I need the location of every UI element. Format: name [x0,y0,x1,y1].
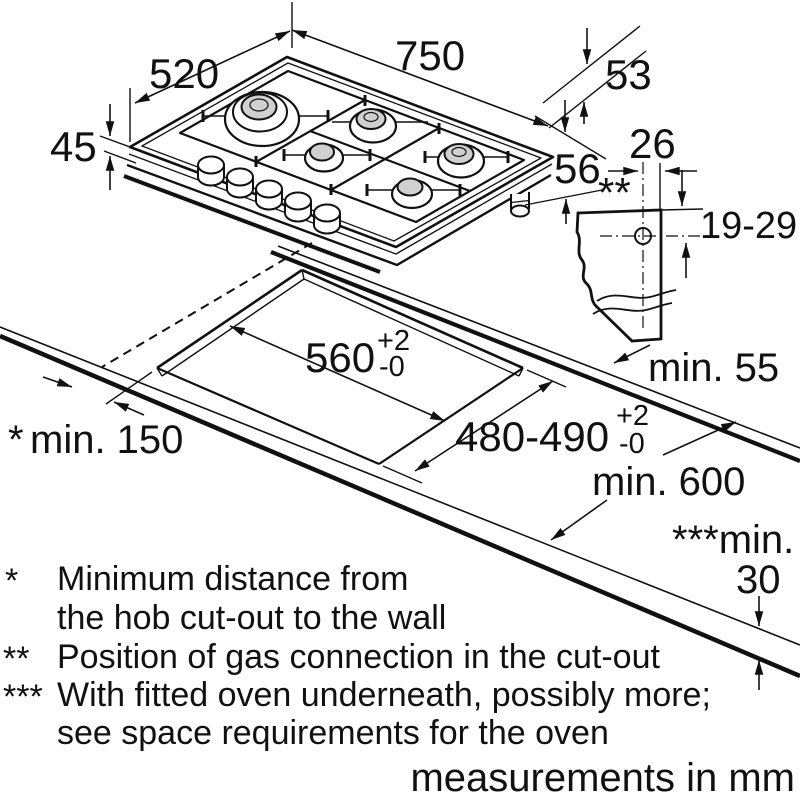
dim-45-ref-bottom [103,150,137,164]
min30-marker: ***min. [672,518,794,562]
hob-body-bottom [126,163,552,267]
cutout-corner-tick-right [518,367,524,377]
knob-2 [226,167,254,199]
dim-560-tol-minus: -0 [379,351,405,383]
worktop-perspective [0,242,800,679]
hob-inner-rim [141,62,542,242]
dim-45-label: 45 [50,123,97,170]
dim-560-tol-plus: +2 [377,325,410,357]
gas-pipe [510,192,530,218]
min55-leader [613,344,651,364]
footnote-2-marker: ** [3,640,29,678]
worktop-front-edge-top [0,326,800,646]
min150-marker: * [8,418,24,462]
dim-56-ref-2 [524,189,603,206]
knob-5 [313,203,341,235]
knob-4 [284,191,312,223]
min30-label: 30 [736,558,781,602]
burner-wok [223,90,301,148]
detail-top-ext [660,208,704,211]
grate-rail-mid [309,129,471,193]
gas-connection-detail [575,162,704,343]
knob-1 [197,155,225,187]
dim-53-label: 53 [605,51,652,98]
control-knobs [197,155,341,235]
cutout-dimension-labels: 560 +2 -0 480-490 +2 -0 min. 55 * min. 1… [8,325,794,602]
footnote-3-line-1: With fitted oven underneath, possibly mo… [57,676,711,714]
knob-3 [255,179,283,211]
footnote-2-text: Position of gas connection in the cut-ou… [57,638,660,676]
hob-dimensions [99,2,647,224]
gas-detail-labels: 26 ** 19-29 [598,120,797,247]
footnote-3-marker: *** [3,678,43,716]
dim-480-line [414,380,554,472]
dim-56-ref-1 [534,115,607,160]
detail-break-curve-2 [592,302,673,315]
dim-1929-label: 19-29 [700,205,797,247]
footnote-1-line-1: Minimum distance from [57,560,408,598]
dim-26-label: 26 [629,120,676,167]
cutout-edge-left [156,268,303,370]
worktop-back-edge-bottom [270,250,800,463]
min55-label: min. 55 [648,346,779,390]
burner-right [436,143,486,179]
footnote-3-line-2: see space requirements for the oven [57,714,609,752]
cutout-corner-tick-left [156,367,163,377]
footnote-1-line-2: the hob cut-out to the wall [57,599,446,637]
cutout-corner-tick-top [301,269,305,280]
hob-body-lip [128,153,553,255]
worktop-front-edge-bottom [0,333,800,679]
dim-520-label: 520 [149,50,219,97]
min150-arrow-2 [113,401,145,416]
min150-arrow-1 [42,376,73,388]
min150-label: min. 150 [30,418,183,462]
min600-arrow-down [550,499,608,541]
units-note: measurements in mm [410,756,795,797]
dim-520-line [134,30,291,104]
min600-label: min. 600 [592,460,745,504]
detail-break-curve-1 [596,289,677,302]
dim-56-label: 56 [554,145,601,192]
hob-dimension-labels: 520 750 45 53 56 [50,32,652,192]
dim-560-label: 560 [305,334,375,381]
dim-750-line [291,29,549,127]
burner-front-left [303,142,345,173]
cutout-edge-back [301,268,524,370]
hob-body-shadow [123,174,381,274]
burner-back-middle [348,108,398,144]
dim-750-label: 750 [395,32,465,79]
dim-480-tol-minus: -0 [619,428,645,460]
dim-53-ref-1 [542,25,641,104]
dim-480-label: 480-490 [455,413,609,460]
dim-480-ext-2 [382,465,423,484]
worktop-back-edge-top [277,245,800,449]
hob-grate-frame [178,69,526,224]
footnote-1-marker: * [5,562,18,600]
gas-detail-marker: ** [598,169,631,216]
dim-480-ext-1 [526,369,567,388]
burner-front-middle [390,177,434,210]
min150-ext [105,371,153,405]
projection-dashed-line [101,242,313,368]
dim-560-line [229,325,446,422]
footnotes: * Minimum distance from the hob cut-out … [3,560,711,752]
dim-480-tol-plus: +2 [616,400,649,432]
cutout-dimensions [42,325,764,690]
dim-45-ref-top [99,135,131,148]
min600-arrow-up [662,421,737,456]
